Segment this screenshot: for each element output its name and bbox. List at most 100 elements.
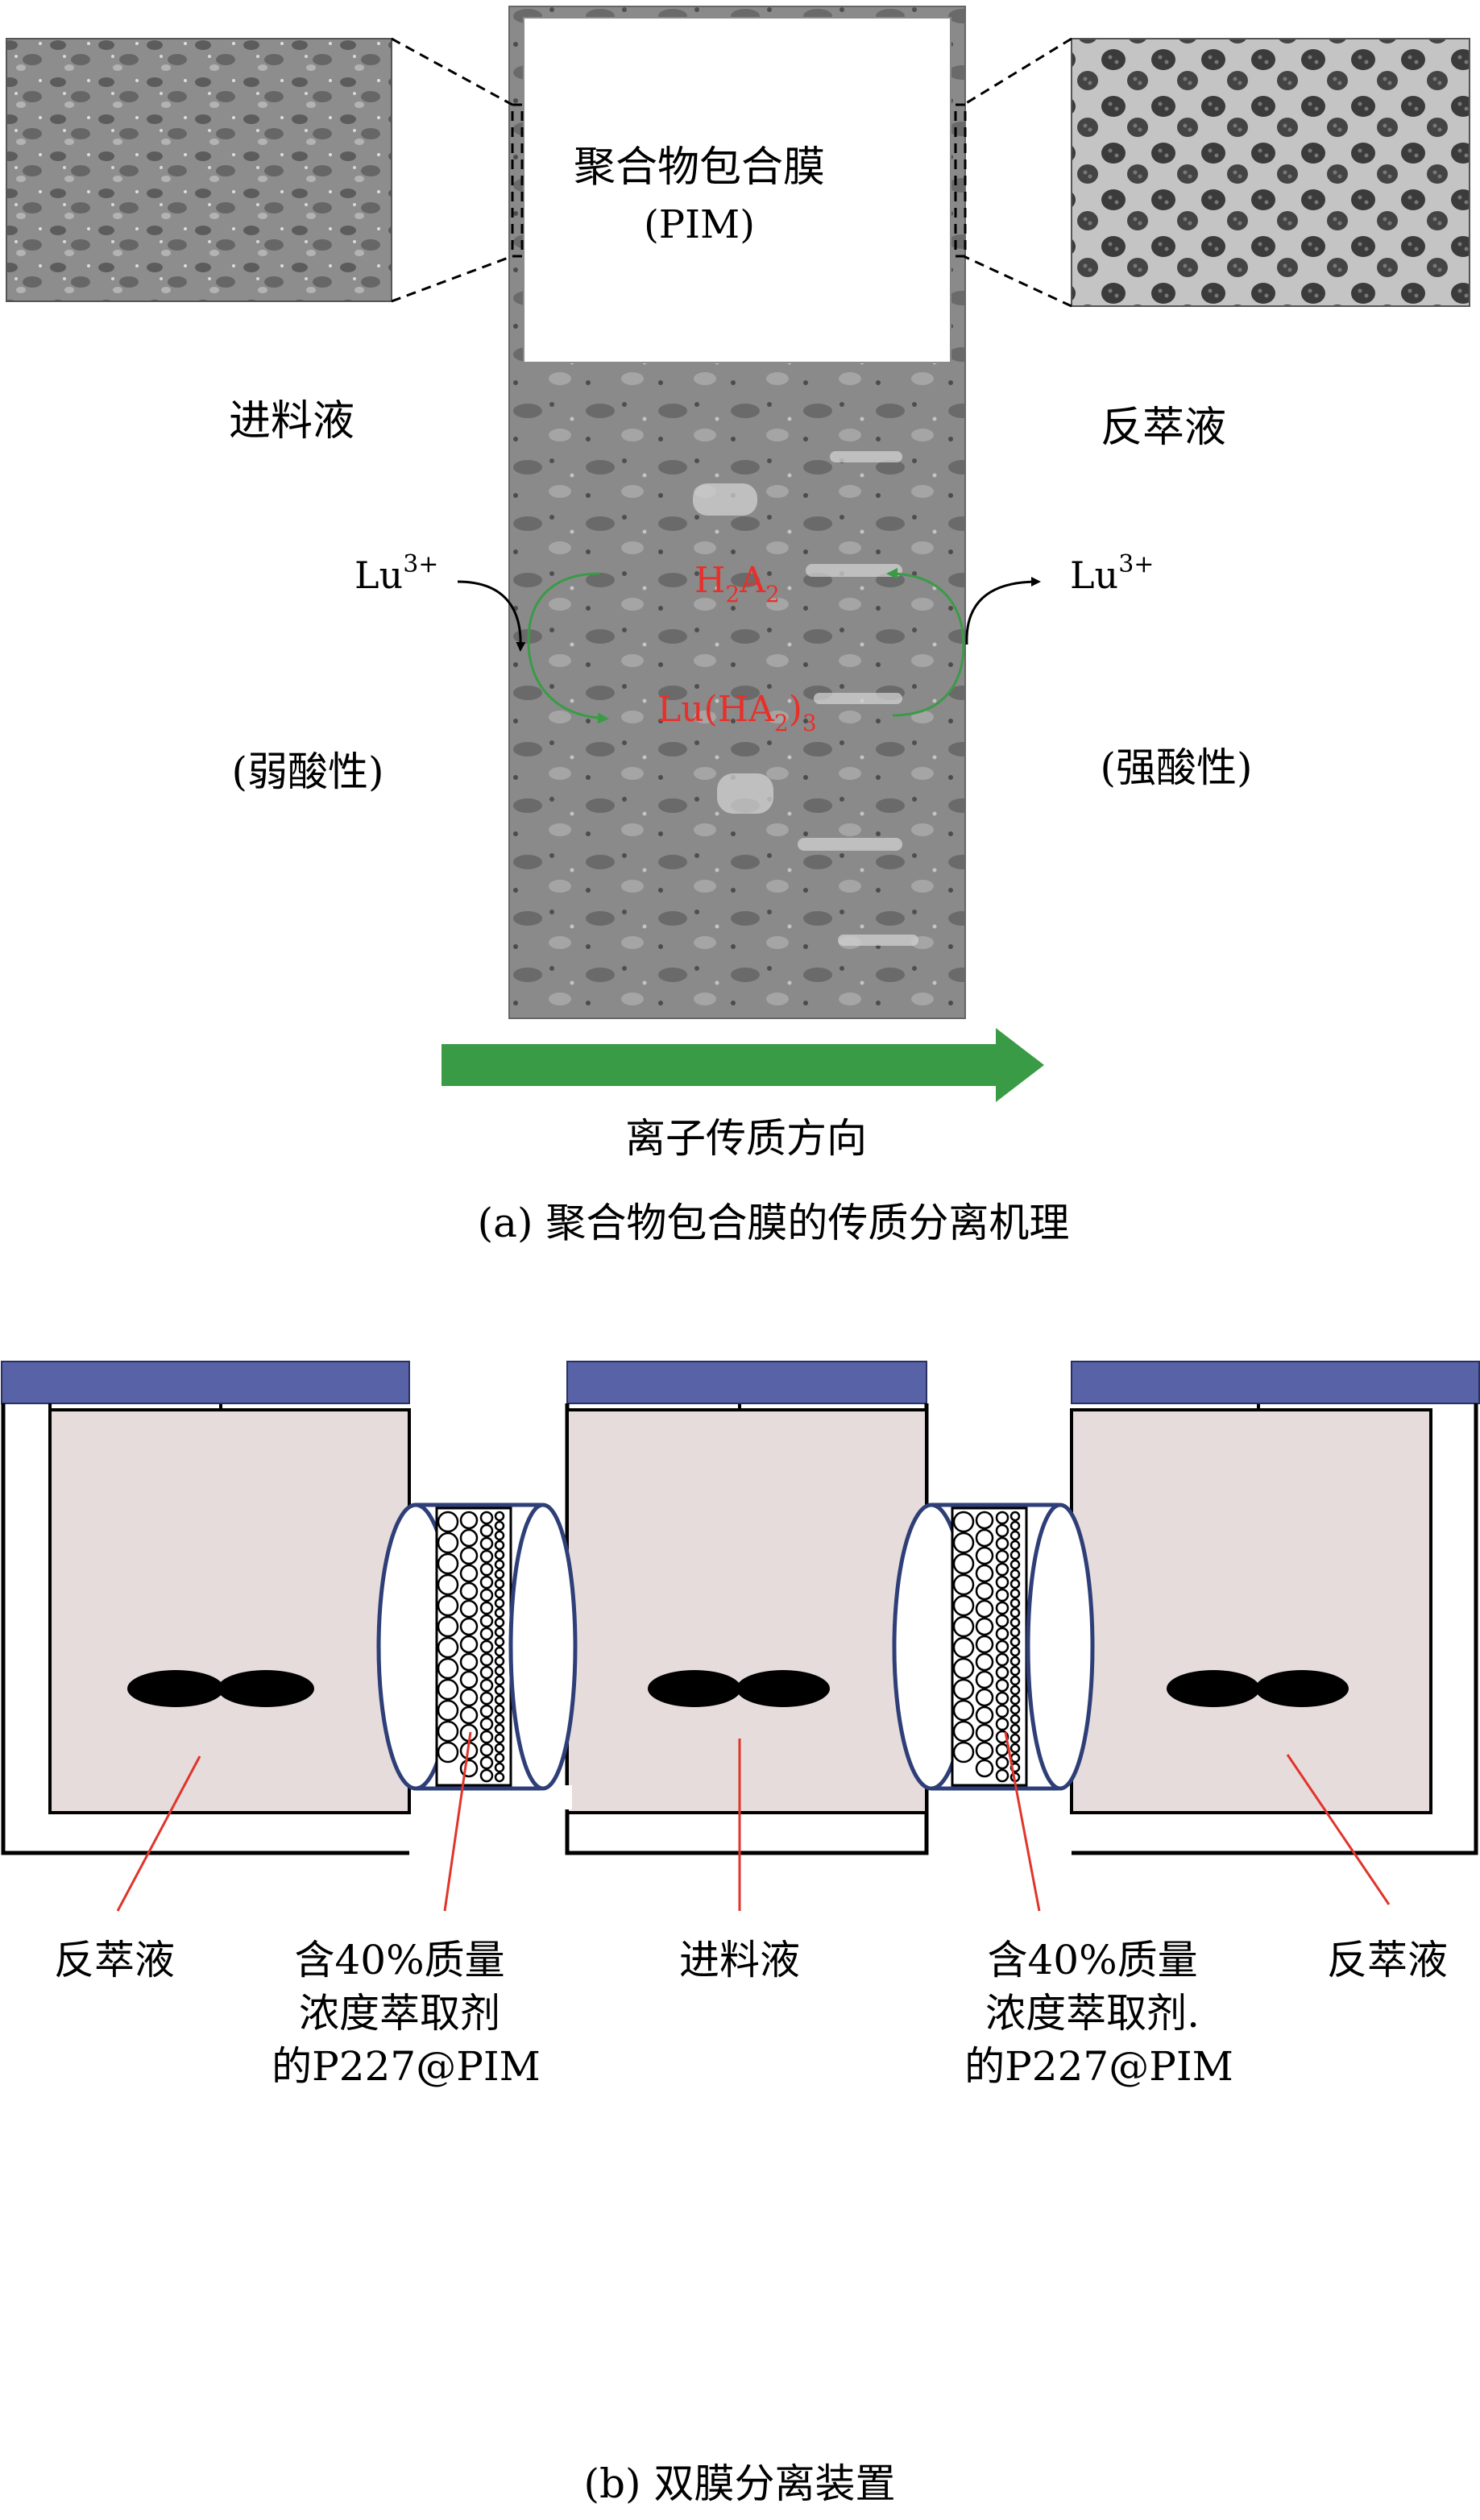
membrane-pore [1011,1735,1019,1743]
tank-center-liquid [567,1410,927,1813]
membrane-pore [997,1512,1008,1523]
membrane-pore [976,1548,993,1564]
membrane-pore [954,1680,973,1699]
membrane-pore [495,1754,504,1762]
membrane-pore [495,1657,504,1665]
membrane-pore [461,1707,477,1723]
impeller-right-b [1255,1670,1349,1707]
membrane-pore [997,1718,1008,1730]
membrane-pore [1011,1706,1019,1714]
right-condition-label: (强酸性) [1100,744,1252,791]
membrane-pore [1011,1648,1019,1656]
membrane-pore [481,1577,492,1588]
membrane-pore [481,1641,492,1652]
membrane-pore [997,1654,1008,1665]
panel-a: 聚合物包合膜 (PIM) 进料液 反萃液 Lu3+ Lu3+ H2A2 Lu(H… [6,6,1470,1246]
label-membrane-right: 含40%质量 浓度萃取剂. 的P227@PIM [964,1937,1233,2090]
membrane-pore [954,1722,973,1741]
membrane-pore [495,1677,504,1685]
membrane-pore [1011,1599,1019,1607]
membrane-pore [481,1525,492,1536]
membrane-pore [1011,1570,1019,1578]
membrane-pore [954,1617,973,1636]
membrane-pore [481,1680,492,1691]
membrane-pore [1011,1590,1019,1598]
membrane-pore [495,1609,504,1617]
membrane-pore [495,1725,504,1733]
membrane-pore [438,1701,458,1720]
membrane-pore [976,1707,993,1723]
membrane-pore [495,1744,504,1752]
membrane-pore [438,1617,458,1636]
membrane-pore [1011,1638,1019,1646]
membrane-pore [976,1743,993,1759]
membrane-pore [1011,1619,1019,1627]
membrane-pore [495,1735,504,1743]
impeller-left-a [127,1670,224,1707]
membrane-pore [495,1667,504,1675]
membrane-pore [976,1565,993,1581]
membrane-pore [997,1757,1008,1768]
ion-right-label: Lu3+ [1070,550,1154,597]
membrane-pore [954,1659,973,1678]
membrane-pore [954,1743,973,1762]
membrane-pore [481,1757,492,1768]
membrane-pore [438,1554,458,1573]
mass-transfer-direction-label: 离子传质方向 [625,1115,867,1162]
membrane-pore [1011,1512,1019,1520]
membrane-pore [954,1701,973,1720]
membrane-pore [438,1575,458,1594]
membrane-pore [481,1602,492,1614]
cylinder-left-end-b [511,1505,575,1788]
cylinder-right-end-b [1028,1505,1092,1788]
membrane-pore [495,1512,504,1520]
membrane-pore [438,1743,458,1762]
panel-b: 反萃液 含40%质量 浓度萃取剂 的P227@PIM 进料液 含40%质量 浓度… [2,1362,1479,2507]
membrane-pore [495,1696,504,1704]
membrane-pore [997,1706,1008,1717]
membrane-pore [495,1764,504,1772]
membrane-pore [1011,1696,1019,1704]
membrane-pore [438,1659,458,1678]
membrane-pore [438,1533,458,1552]
membrane-pore [1011,1560,1019,1569]
membrane-pore [997,1564,1008,1575]
membrane-pore [976,1601,993,1617]
membrane-pore [481,1512,492,1523]
membrane-pore [495,1531,504,1540]
membrane-pore [1011,1725,1019,1733]
label-strip-left: 反萃液 [54,1937,175,1983]
membrane-pore [461,1601,477,1617]
impeller-center-b [736,1670,830,1707]
membrane-pore [997,1577,1008,1588]
membrane-pore [481,1564,492,1575]
tank-left [2,1362,409,1853]
membrane-pore [954,1554,973,1573]
membrane-pore [997,1602,1008,1614]
panel-b-caption: (b) 双膜分离装置 [584,2460,896,2507]
left-condition-label: (弱酸性) [231,748,383,795]
impeller-right-a [1167,1670,1260,1707]
membrane-pore [976,1583,993,1599]
membrane-pore [481,1693,492,1704]
membrane-pore [1011,1667,1019,1675]
membrane-pore [1011,1551,1019,1559]
membrane-pore [438,1722,458,1741]
membrane-pore [481,1667,492,1678]
membrane-pore [954,1596,973,1615]
tank-right [1072,1362,1479,1853]
panel-a-caption: (a) 聚合物包合膜的传质分离机理 [478,1200,1070,1246]
membrane-pore [461,1512,477,1528]
ion-out-arrow [967,582,1038,645]
tank-left-lid [2,1362,409,1403]
membrane-pore [481,1628,492,1639]
membrane-pore [495,1580,504,1588]
label-strip-right: 反萃液 [1327,1937,1448,1983]
tank-right-liquid [1072,1410,1431,1813]
membrane-pore [997,1641,1008,1652]
sem-surface-strip-side [1072,39,1470,306]
membrane-pore [997,1744,1008,1755]
membrane-pore [997,1590,1008,1601]
membrane-pore [461,1548,477,1564]
